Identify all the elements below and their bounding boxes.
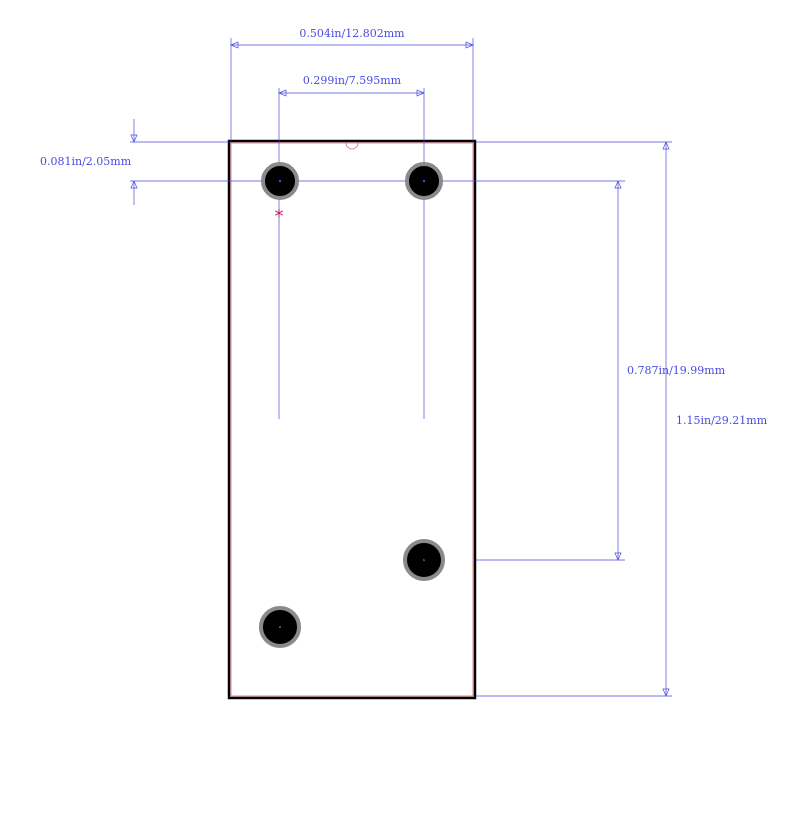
width-arrow-right [465,41,474,49]
height-arrow-top [662,141,670,150]
edge-arrow-bottom [130,180,138,189]
overall-width-label: 0.504in/12.802mm [299,27,405,40]
pad-4-label: 2 [279,625,281,629]
height-arrow-bottom [662,688,670,697]
pin1-marker: * [275,206,284,227]
pin-pitch-label: 0.299in/7.595mm [303,74,402,87]
pad-3-label: 1 [423,558,425,562]
pad-3: 1 [403,539,445,581]
edge-arrow-top [130,134,138,143]
courtyard-outline [230,142,474,697]
row-label-backdrop [624,362,718,378]
overall-height-label: 1.15in/29.21mm [676,414,768,427]
pad-1 [261,162,299,200]
body-outline [227,139,477,700]
pad-2 [405,162,443,200]
pad-4: 2 [259,606,301,648]
edge-to-pin-label: 0.081in/2.05mm [40,155,132,168]
width-arrow-left [230,41,239,49]
height-label-backdrop [673,411,763,427]
row-arrow-bottom [614,552,622,561]
row-arrow-top [614,180,622,189]
orientation-notch [345,142,359,150]
pitch-arrow-left [278,89,287,97]
pitch-arrow-right [416,89,425,97]
row-spacing-label: 0.787in/19.99mm [627,364,726,377]
